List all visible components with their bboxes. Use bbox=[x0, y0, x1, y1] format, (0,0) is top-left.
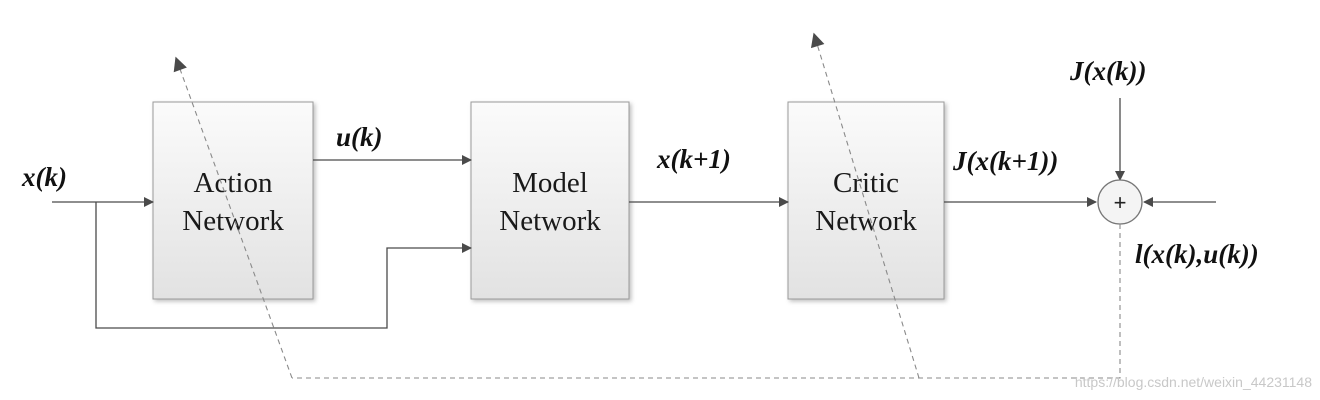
next-state-signal-label: x(k+1) bbox=[656, 144, 731, 174]
state-feedthrough-line bbox=[95, 202, 472, 329]
summing-junction: + bbox=[1097, 179, 1143, 225]
critic-network-label-line1: Critic bbox=[833, 167, 899, 199]
model-network-block: Model Network bbox=[470, 101, 630, 300]
utility-function-label: l(x(k),u(k)) bbox=[1135, 239, 1259, 269]
action-update-dashed-arrow bbox=[173, 56, 293, 379]
action-network-label-line1: Action bbox=[194, 167, 273, 199]
model-network-label-line2: Network bbox=[499, 205, 601, 237]
action-network-label-line2: Network bbox=[182, 205, 284, 237]
model-network-label-line1: Model bbox=[512, 167, 588, 199]
critic-output-label: J(x(k+1)) bbox=[952, 146, 1058, 176]
target-cost-label: J(x(k)) bbox=[1069, 56, 1146, 86]
critic-network-block: Critic Network bbox=[787, 101, 945, 300]
error-feedback-dashed-line bbox=[292, 224, 1121, 379]
critic-update-dashed-arrow bbox=[810, 32, 920, 379]
action-network-block: Action Network bbox=[152, 101, 314, 300]
control-signal-label: u(k) bbox=[336, 122, 383, 152]
input-signal-label: x(k) bbox=[21, 162, 67, 192]
critic-network-label-line2: Network bbox=[815, 205, 917, 237]
watermark-text: https://blog.csdn.net/weixin_44231148 bbox=[1075, 374, 1312, 390]
summing-junction-sign: + bbox=[1114, 190, 1127, 215]
